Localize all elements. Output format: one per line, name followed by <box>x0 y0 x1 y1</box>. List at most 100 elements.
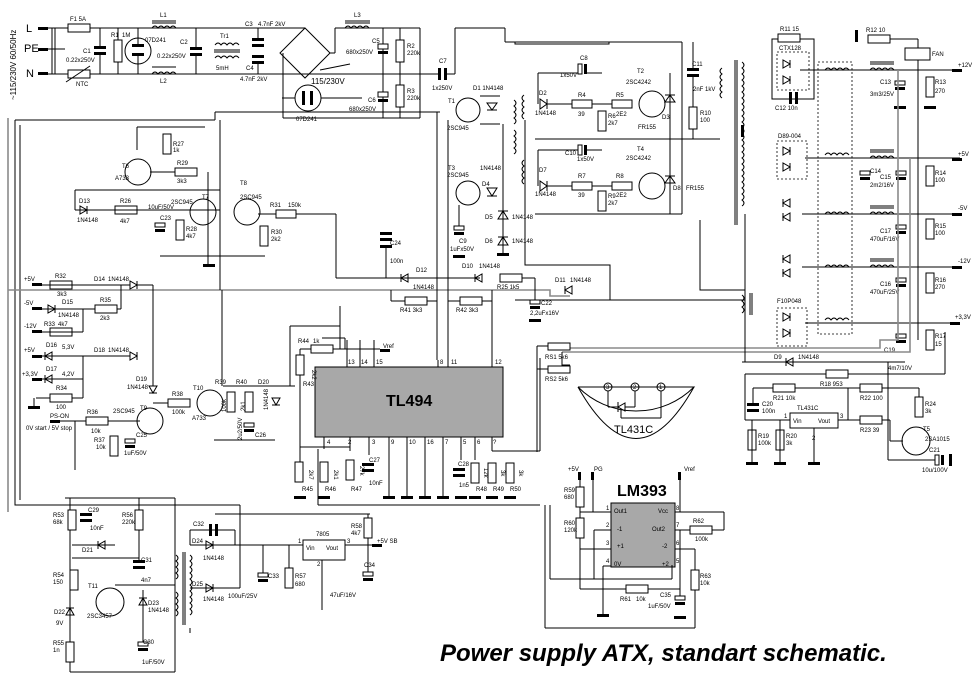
svg-text:R25 1k5: R25 1k5 <box>497 285 520 291</box>
svg-text:D15: D15 <box>62 300 74 306</box>
svg-text:Vout: Vout <box>326 546 338 552</box>
svg-text:120k: 120k <box>564 528 578 534</box>
svg-text:D8: D8 <box>673 186 681 192</box>
svg-text:2SC945: 2SC945 <box>447 173 469 179</box>
svg-text:R10: R10 <box>700 111 712 117</box>
svg-text:4k7: 4k7 <box>58 322 68 328</box>
svg-text:07D241: 07D241 <box>145 38 167 44</box>
main-transformer <box>719 67 723 99</box>
svg-text:R17: R17 <box>935 334 947 340</box>
svg-text:R8: R8 <box>616 174 624 180</box>
svg-text:C31: C31 <box>141 558 153 564</box>
svg-text:2: 2 <box>317 562 321 568</box>
svg-text:D10: D10 <box>462 264 474 270</box>
svg-text:2nF 1kV: 2nF 1kV <box>693 87 715 93</box>
svg-text:D13: D13 <box>79 199 91 205</box>
svg-text:Out1: Out1 <box>614 509 628 515</box>
svg-text:2: 2 <box>633 385 637 391</box>
svg-text:3: 3 <box>606 541 610 547</box>
svg-text:R7: R7 <box>578 174 586 180</box>
svg-text:2SC945: 2SC945 <box>171 200 193 206</box>
svg-text:C15: C15 <box>880 175 892 181</box>
svg-text:R57: R57 <box>295 574 307 580</box>
svg-text:12k: 12k <box>482 468 488 479</box>
svg-text:D6: D6 <box>485 239 493 245</box>
svg-text:1N4148: 1N4148 <box>148 608 170 614</box>
svg-text:3k3: 3k3 <box>177 179 187 185</box>
transistor-t2 <box>638 90 666 118</box>
svg-text:-2: -2 <box>662 544 668 550</box>
tl494-chip <box>314 366 504 438</box>
svg-text:220k: 220k <box>407 51 421 57</box>
svg-text:2u2/50V: 2u2/50V <box>238 418 244 440</box>
svg-text:1: 1 <box>606 506 610 512</box>
mains-input: ~115/230V 60/50Hz L PE N F1 5A NTC C1 0.… <box>9 13 505 123</box>
output-minus12v: -12V <box>958 259 971 265</box>
svg-text:2k7: 2k7 <box>608 121 618 127</box>
svg-text:Vcc: Vcc <box>658 509 668 515</box>
tl494-label: TL494 <box>386 393 432 410</box>
svg-text:Vin: Vin <box>793 419 802 425</box>
svg-text:F10P048: F10P048 <box>777 299 802 305</box>
svg-text:7: 7 <box>676 523 680 529</box>
svg-text:C14: C14 <box>870 169 882 175</box>
svg-text:0.22x250V: 0.22x250V <box>157 54 186 60</box>
svg-text:68k: 68k <box>53 520 64 526</box>
svg-text:R11 15: R11 15 <box>780 27 800 33</box>
svg-text:3k: 3k <box>499 470 505 477</box>
svg-text:C1: C1 <box>83 49 91 55</box>
svg-text:2SC4242: 2SC4242 <box>626 80 652 86</box>
svg-text:C33: C33 <box>268 574 280 580</box>
svg-text:8: 8 <box>440 360 444 366</box>
svg-text:C16: C16 <box>880 282 892 288</box>
svg-text:R4: R4 <box>578 93 586 99</box>
svg-text:D11: D11 <box>555 278 566 284</box>
svg-text:C34: C34 <box>364 563 376 569</box>
svg-text:C21: C21 <box>929 448 941 454</box>
svg-text:100k: 100k <box>758 441 772 447</box>
svg-text:C25: C25 <box>136 433 148 439</box>
svg-text:R62: R62 <box>693 519 705 525</box>
svg-text:1n: 1n <box>53 648 60 654</box>
svg-text:R23 39: R23 39 <box>860 428 880 434</box>
svg-text:3k: 3k <box>786 441 793 447</box>
svg-text:R21 10k: R21 10k <box>773 396 796 402</box>
svg-text:270: 270 <box>935 285 946 291</box>
svg-text:5: 5 <box>463 440 467 446</box>
svg-text:NTC: NTC <box>76 82 89 88</box>
sense-resistors: RS1 5k6 RS2 5k6 <box>536 342 571 452</box>
svg-text:0V: 0V <box>614 562 621 568</box>
pg-label: PG <box>594 467 603 473</box>
svg-text:2SC945: 2SC945 <box>447 126 469 132</box>
svg-text:R58: R58 <box>351 524 363 530</box>
svg-text:220k: 220k <box>407 96 421 102</box>
svg-text:D22: D22 <box>54 610 66 616</box>
svg-text:1N4148: 1N4148 <box>108 277 130 283</box>
svg-text:R60: R60 <box>564 521 576 527</box>
svg-text:470uF/25V: 470uF/25V <box>870 290 899 296</box>
svg-text:R16: R16 <box>935 278 947 284</box>
svg-text:R46: R46 <box>325 487 337 493</box>
svg-text:RS2 5k6: RS2 5k6 <box>545 377 569 383</box>
svg-text:R39: R39 <box>215 380 227 386</box>
svg-text:D12: D12 <box>416 268 428 274</box>
svg-text:+5V: +5V <box>568 467 579 473</box>
fan <box>904 47 931 61</box>
svg-text:D9: D9 <box>774 355 782 361</box>
svg-text:CTX128: CTX128 <box>779 46 802 52</box>
svg-text:D16: D16 <box>46 343 58 349</box>
svg-text:T1: T1 <box>448 99 456 105</box>
svg-text:R44: R44 <box>298 339 310 345</box>
lm393-chip <box>610 502 676 568</box>
svg-text:C35: C35 <box>660 593 672 599</box>
mains-rating: ~115/230V 60/50Hz <box>9 30 18 100</box>
svg-text:10nF: 10nF <box>369 481 383 487</box>
svg-text:680: 680 <box>295 582 306 588</box>
svg-text:+2: +2 <box>662 562 670 568</box>
svg-text:2: 2 <box>606 523 610 529</box>
regulator-7805 <box>302 539 346 561</box>
svg-text:T7: T7 <box>202 195 210 201</box>
